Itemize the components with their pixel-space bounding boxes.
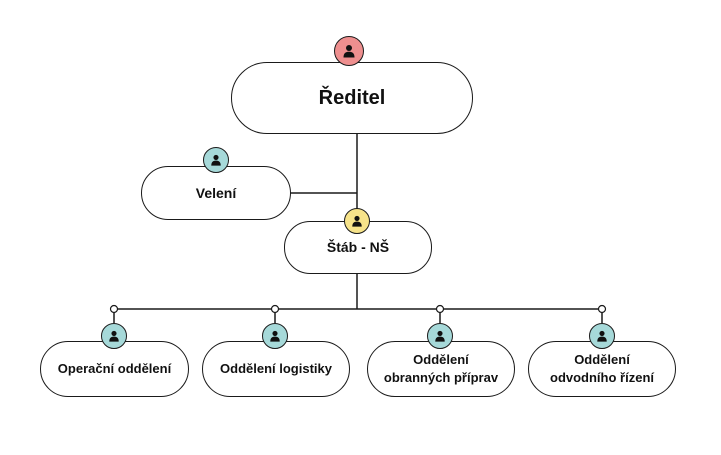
- dept-defense-node: Oddělení obranných příprav: [367, 341, 515, 397]
- director-node: Ředitel: [231, 62, 473, 134]
- person-icon: [211, 154, 221, 166]
- person-icon: [352, 215, 362, 227]
- command-node: Velení: [141, 166, 291, 220]
- person-icon: [435, 330, 445, 342]
- dept-drainage-label: Oddělení odvodního řízení: [550, 352, 654, 385]
- dept-logistics-avatar: [262, 323, 288, 349]
- dept-logistics-label: Oddělení logistiky: [220, 361, 332, 377]
- dept-drainage-avatar: [589, 323, 615, 349]
- dept-defense-label: Oddělení obranných příprav: [383, 352, 499, 385]
- dept-defense-avatar: [427, 323, 453, 349]
- dept-operations-label: Operační oddělení: [57, 361, 172, 377]
- junction-dot-drainage: [597, 304, 607, 314]
- junction-dot-operations: [109, 304, 119, 314]
- dept-logistics-node: Oddělení logistiky: [202, 341, 350, 397]
- staff-avatar: [344, 208, 370, 234]
- director-label: Ředitel: [318, 86, 386, 109]
- dept-operations-node: Operační oddělení: [40, 341, 189, 397]
- junction-dot-defense: [435, 304, 445, 314]
- command-avatar: [203, 147, 229, 173]
- person-icon: [597, 330, 607, 342]
- person-icon: [343, 45, 355, 58]
- dept-operations-avatar: [101, 323, 127, 349]
- person-icon: [109, 330, 119, 342]
- dept-drainage-node: Oddělení odvodního řízení: [528, 341, 676, 397]
- command-label: Velení: [195, 184, 237, 201]
- staff-label: Štáb - NŠ: [326, 239, 390, 256]
- junction-dot-logistics: [270, 304, 280, 314]
- director-avatar: [334, 36, 364, 66]
- person-icon: [270, 330, 280, 342]
